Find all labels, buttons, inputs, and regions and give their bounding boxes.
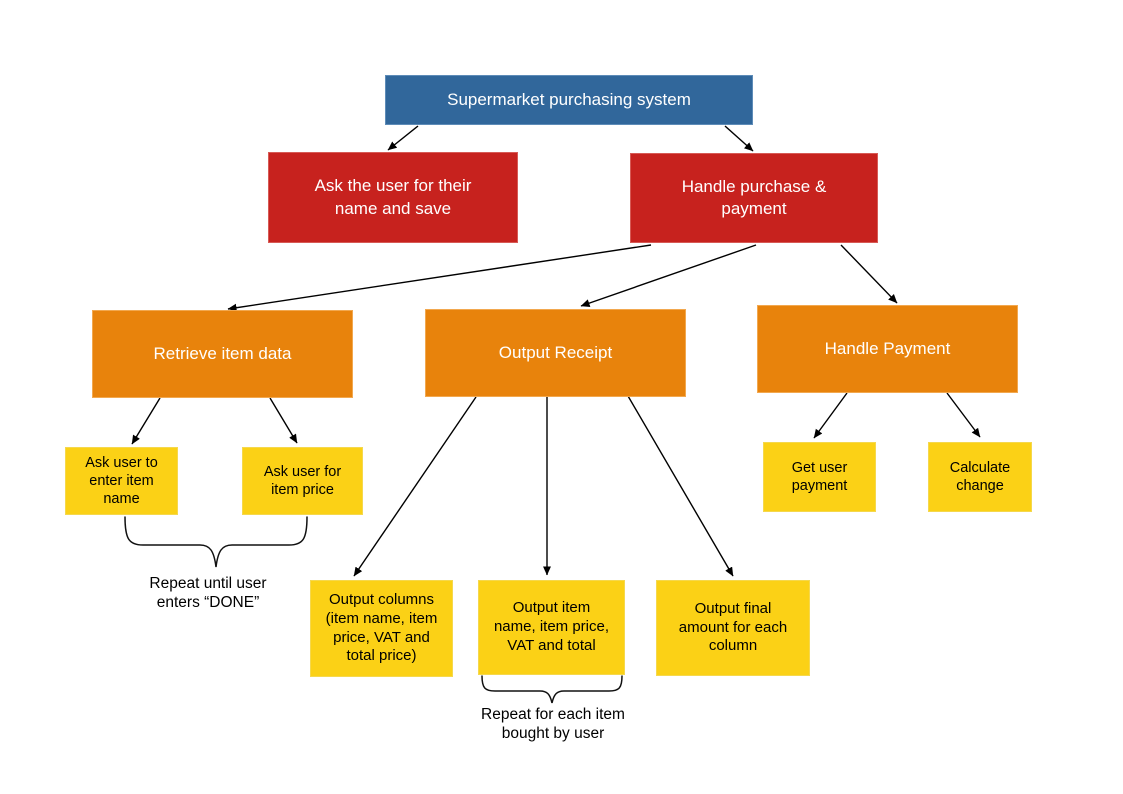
arrow-handle-purchase-to-receipt [580, 244, 757, 307]
node-output-final-amount: Output final amount for each column [656, 580, 810, 676]
arrow-receipt-to-out-final [627, 395, 734, 577]
arrow-payment-to-get-payment [813, 392, 848, 439]
node-retrieve-item-data: Retrieve item data [92, 310, 353, 398]
brace-repeat-done [124, 516, 308, 568]
arrow-payment-to-calc-change [946, 392, 981, 438]
node-handle-purchase-and-payment: Handle purchase & payment [630, 153, 878, 243]
node-calculate-change: Calculate change [928, 442, 1032, 512]
node-ask-user-enter-item-name: Ask user to enter item name [65, 447, 178, 515]
node-supermarket-purchasing-system: Supermarket purchasing system [385, 75, 753, 125]
arrow-handle-purchase-to-payment [840, 244, 898, 304]
arrow-retrieve-to-ask-item-price [269, 397, 298, 444]
arrow-retrieve-to-ask-item-name [131, 397, 161, 445]
node-ask-user-item-price: Ask user for item price [242, 447, 363, 515]
annotation-repeat-each-item: Repeat for each item bought by user [481, 706, 625, 743]
brace-repeat-items [481, 675, 623, 704]
annotation-repeat-until-done: Repeat until user enters “DONE” [149, 575, 267, 612]
arrow-root-to-ask-name [387, 125, 419, 151]
node-output-columns: Output columns (item name, item price, V… [310, 580, 453, 677]
node-handle-payment: Handle Payment [757, 305, 1018, 393]
arrow-handle-purchase-to-retrieve [227, 244, 652, 312]
arrow-root-to-handle-purchase [724, 125, 754, 152]
node-get-user-payment: Get user payment [763, 442, 876, 512]
node-output-item-name-price-vat-total: Output item name, item price, VAT and to… [478, 580, 625, 675]
node-output-receipt: Output Receipt [425, 309, 686, 397]
arrow-receipt-to-out-columns [353, 396, 477, 577]
node-ask-user-name-and-save: Ask the user for their name and save [268, 152, 518, 243]
